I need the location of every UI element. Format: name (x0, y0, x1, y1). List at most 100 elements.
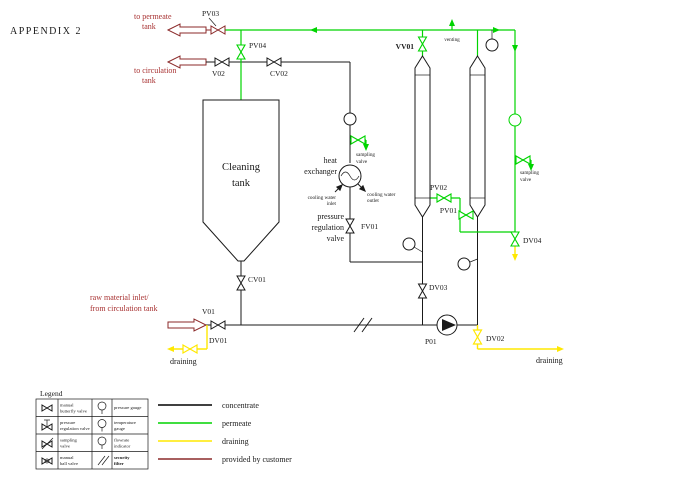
butterfly-valve-symbol (266, 57, 282, 67)
sampling-label-2: valve (520, 177, 532, 183)
legend-flowrate-indicator-icon (97, 436, 107, 446)
drain-valve-symbol (472, 329, 483, 345)
valve-label: PV04 (249, 41, 266, 50)
gauge-stem (469, 258, 478, 263)
gauges (343, 30, 522, 271)
butterfly-valve-symbol (436, 193, 452, 203)
pump-p01: P01 (425, 314, 458, 346)
sampling-arrowhead (363, 144, 369, 151)
legend-item-label: pressure gauge (114, 405, 141, 410)
legend-line-label: permeate (222, 419, 252, 428)
valve-cv02: CV02 (266, 57, 288, 78)
legend-ball (44, 458, 50, 464)
valve-label: DV02 (486, 334, 505, 343)
legend-item-label: sampling (60, 438, 78, 443)
column-body (469, 55, 486, 218)
pressure-gauge (457, 257, 471, 271)
sampling-label-2: valve (356, 159, 368, 165)
butterfly-valve-symbol (236, 44, 246, 60)
raw-material-label-2: from circulation tank (90, 304, 158, 313)
drain-arrowhead (167, 346, 174, 352)
legend-line-label: concentrate (222, 401, 259, 410)
draining-label-left: draining (170, 357, 197, 366)
sampling-valve-symbol (515, 155, 531, 165)
annotations-red: to permeate tank to circulation tank raw… (90, 12, 176, 313)
valve-label: PV01 (440, 206, 457, 215)
legend-filter-slash (97, 455, 106, 466)
valve-label: DV03 (429, 283, 448, 292)
to-permeate-label-2: tank (142, 22, 156, 31)
legend-item-label: manual (60, 403, 74, 408)
heat-exchanger-label-2: exchanger (304, 167, 337, 176)
valve-dv01: DV01 (182, 336, 228, 354)
butterfly-valve-symbol (418, 283, 427, 299)
filter-slash (353, 317, 365, 333)
legend-flow-lines: concentrate permeate draining provided b… (158, 401, 292, 464)
legend-item-label: security (114, 455, 130, 460)
pressure-reg-label-1: pressure (317, 212, 344, 221)
pressure-gauge (508, 113, 522, 127)
label-leader (208, 17, 217, 27)
valve-label: FV01 (361, 222, 378, 231)
legend-temperature-gauge-icon (97, 419, 107, 428)
pressure-reg-label-3: valve (327, 234, 345, 243)
to-permeate-arrow (167, 23, 207, 37)
valve-pv03: PV03 (202, 9, 226, 35)
valve-label: V02 (212, 69, 225, 78)
legend-item-label: temperature (114, 420, 136, 425)
filter-slash (361, 317, 373, 333)
legend-item-label: valve (60, 444, 70, 449)
to-circulation-label-1: to circulation (134, 66, 176, 75)
legend-filter-slash (101, 455, 110, 466)
venting-valve-symbol (417, 36, 428, 52)
legend-title: Legend (40, 389, 63, 398)
regulation-valve-symbol (345, 218, 355, 234)
legend-pressure-gauge-icon (97, 401, 107, 411)
valve-dv04: DV04 (510, 231, 542, 247)
valve-fv01: FV01 (345, 218, 378, 234)
to-permeate-label-1: to permeate (134, 12, 172, 21)
valve-label: VV01 (396, 42, 415, 51)
valve-pv04: PV04 (236, 41, 266, 60)
valve-label: PV02 (430, 183, 447, 192)
valve-sampling-2: sampling valve (515, 155, 539, 183)
legend-butterfly-valve-icon (41, 404, 53, 412)
legend-item-label: regulation valve (60, 426, 90, 431)
vent-arrowhead (449, 19, 455, 26)
raw-material-label-1: raw material inlet/ (90, 293, 149, 302)
temperature-gauge (343, 112, 357, 126)
tank-label-line1: Cleaning (222, 162, 261, 173)
cooling-outlet-label-1: cooling water (367, 192, 396, 198)
annotations-black: pressure regulation valve venting draini… (170, 37, 563, 366)
legend-item-label: ball valve (60, 461, 78, 466)
drain-valve-symbol (182, 344, 198, 354)
cooling-inlet-label-1: cooling water (308, 195, 337, 201)
valve-dv03: DV03 (418, 283, 448, 299)
valve-dv02: DV02 (472, 329, 505, 345)
raw-inlet-arrow (167, 318, 207, 332)
sampling-valve-symbol (350, 135, 366, 145)
valve-vv01: VV01 (396, 36, 428, 52)
sampling-label-1: sampling (520, 170, 539, 176)
legend-sampling-arrow (41, 437, 54, 450)
sampling-label-1: sampling (356, 152, 375, 158)
pump-impeller (442, 319, 456, 331)
valve-sampling-1: sampling valve (350, 135, 375, 165)
pressure-gauge (485, 38, 499, 52)
cleaning-tank: Cleaning tank (202, 99, 280, 262)
venting-label: venting (444, 37, 460, 43)
membrane-column-1 (414, 55, 431, 218)
security-filter-symbol (353, 317, 373, 333)
legend-item-label: pressure (60, 420, 75, 425)
flow-arrowhead (310, 27, 317, 33)
valve-pv01: PV01 (440, 206, 474, 220)
column-body (414, 55, 431, 218)
butterfly-valve-symbol (210, 320, 226, 330)
legend-item-label: indicator (114, 444, 131, 449)
valve-pv02: PV02 (430, 183, 452, 203)
legend-line-label: draining (222, 437, 249, 446)
butterfly-valve-symbol (236, 275, 246, 291)
legend-item-label: butterfly valve (60, 409, 87, 414)
